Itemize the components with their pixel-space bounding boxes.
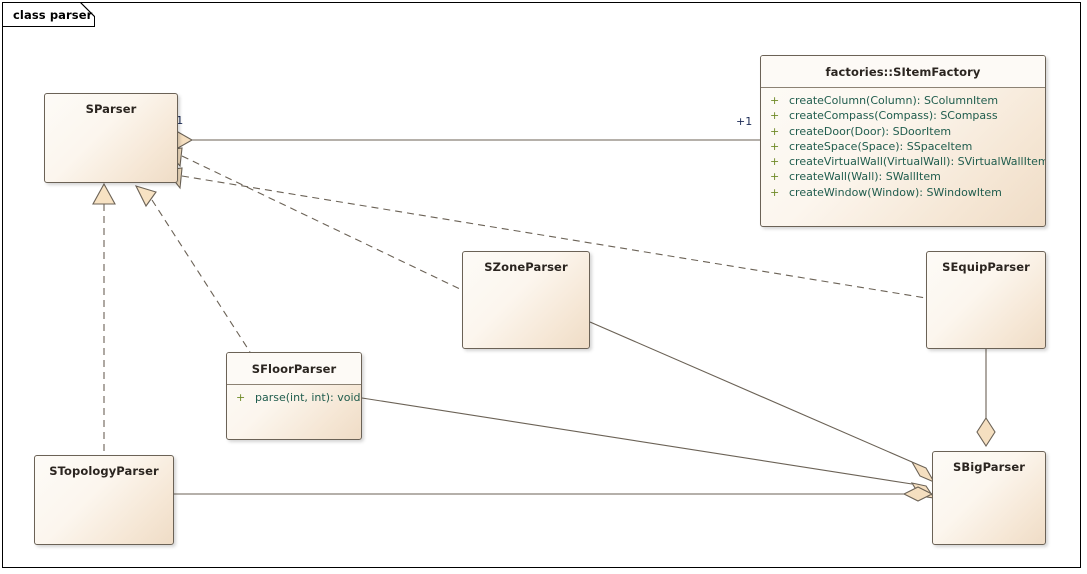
class-box-sfloorparser[interactable]: SFloorParser + parse(int, int): void — [226, 352, 362, 440]
operation-row: + createWindow(Window): SWindowItem — [761, 185, 1045, 200]
operation-row: + createSpace(Space): SSpaceItem — [761, 139, 1045, 154]
operations-list-sfloorparser: + parse(int, int): void — [227, 385, 361, 409]
operation-signature: createWindow(Window): SWindowItem — [789, 185, 1002, 199]
class-title-sitemfactory: factories::SItemFactory — [761, 56, 1045, 88]
frame-label: class parser — [13, 8, 93, 22]
class-box-sequipparser[interactable]: SEquipParser — [926, 251, 1046, 349]
class-title-sfloorparser: SFloorParser — [227, 353, 361, 385]
operation-signature: createSpace(Space): SSpaceItem — [789, 139, 973, 153]
operation-row: + createVirtualWall(VirtualWall): SVirtu… — [761, 154, 1045, 169]
class-box-sparser[interactable]: SParser — [44, 93, 178, 183]
operation-signature: createVirtualWall(VirtualWall): SVirtual… — [789, 155, 1046, 169]
operation-signature: createColumn(Column): SColumnItem — [789, 94, 999, 107]
operation-signature: createWall(Wall): SWallItem — [789, 170, 941, 184]
operation-signature: parse(int, int): void — [255, 391, 361, 404]
class-box-sitemfactory[interactable]: factories::SItemFactory + createColumn(C… — [760, 55, 1046, 227]
operation-row: + createDoor(Door): SDoorItem — [761, 124, 1045, 139]
operation-visibility: + — [770, 139, 780, 153]
class-box-stopologyparser[interactable]: STopologyParser — [34, 455, 174, 545]
operation-row: + parse(int, int): void — [227, 390, 361, 405]
class-title-sequipparser: SEquipParser — [942, 260, 1030, 274]
operation-row: + createCompass(Compass): SCompass — [761, 108, 1045, 123]
class-box-szoneparser[interactable]: SZoneParser — [462, 251, 590, 349]
class-title-szoneparser: SZoneParser — [484, 260, 568, 274]
operation-signature: createCompass(Compass): SCompass — [789, 109, 998, 123]
diagram-frame — [2, 2, 1081, 568]
operation-row: + createWall(Wall): SWallItem — [761, 169, 1045, 184]
operation-visibility: + — [236, 391, 246, 404]
multiplicity-sitemfactory-end: +1 — [736, 115, 753, 128]
class-title-sparser: SParser — [85, 102, 137, 116]
operation-visibility: + — [770, 185, 780, 199]
class-title-stopologyparser: STopologyParser — [49, 464, 159, 478]
operation-visibility: + — [770, 124, 780, 138]
operation-row: + createColumn(Column): SColumnItem — [761, 93, 1045, 108]
class-box-sbigparser[interactable]: SBigParser — [932, 451, 1046, 545]
operations-list-sitemfactory: + createColumn(Column): SColumnItem + cr… — [761, 88, 1045, 204]
operation-visibility: + — [770, 94, 780, 107]
operation-visibility: + — [770, 109, 780, 123]
class-title-sbigparser: SBigParser — [952, 460, 1026, 474]
frame-tab-shape — [2, 2, 95, 27]
operation-visibility: + — [770, 170, 780, 184]
operation-signature: createDoor(Door): SDoorItem — [789, 124, 952, 138]
operation-visibility: + — [770, 155, 780, 169]
